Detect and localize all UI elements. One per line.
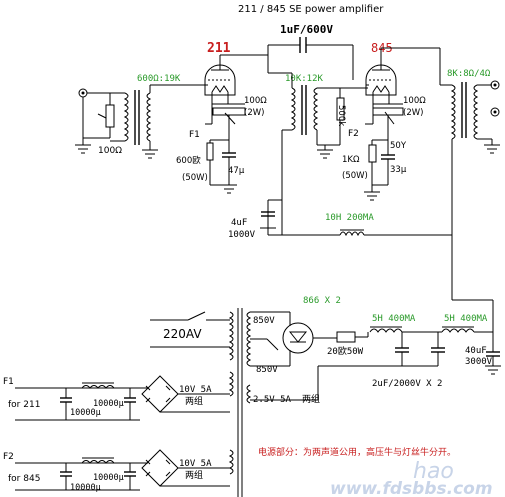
input-transformer [110, 84, 208, 159]
watermark-hao: hao [413, 459, 454, 484]
input-resistor [83, 93, 115, 139]
f1-secondary-label: 10V 5A [179, 385, 212, 395]
f1-for-label: for 211 [8, 400, 40, 410]
f1-cap-label: 10000μ [93, 399, 124, 409]
stage1-cathode-r-watt: (50W) [182, 173, 208, 183]
input-jack [75, 88, 110, 154]
filter-cap-label: 2uF/2000V X 2 [372, 379, 442, 389]
series-resistor-label: 20欧50W [327, 345, 364, 357]
power-transformer [228, 308, 290, 497]
stage2-hum-pot-label: 100Ω [403, 96, 426, 106]
f2-for-label: for 845 [8, 474, 40, 484]
f1-label: F1 [189, 130, 200, 140]
hv-secondary-b: 850V [256, 365, 278, 375]
f1-cap2-label: 10000μ [70, 408, 101, 418]
stage2-1k-resistor [317, 144, 340, 159]
stage2-cathode-voltage: 50Y [390, 141, 407, 151]
mains-switch [150, 311, 230, 348]
rectifier-866 [266, 312, 337, 366]
rectifier-label: 866 X 2 [303, 296, 341, 306]
heater-winding-group: 两组 [302, 393, 320, 405]
stage2-hum-pot [365, 103, 404, 140]
f2-cap2-label: 10000μ [70, 483, 101, 493]
title: 211 / 845 SE power amplifier [238, 4, 384, 15]
stage1-supply-cap-label: 4uF [231, 218, 247, 228]
stage1-hum-pot [205, 103, 246, 140]
stage2-cathode-c-label: 33μ [390, 165, 407, 175]
psu-filter [250, 299, 501, 401]
output-transformer [440, 80, 500, 300]
stage2-cathode-r-watt: (50W) [342, 171, 368, 181]
stage2-hum-pot-watt: (2W) [403, 108, 423, 118]
input-transformer-label: 600Ω:19K [137, 74, 181, 84]
f2-group-label: 两组 [185, 469, 203, 481]
stage2-cathode-network [364, 139, 395, 201]
choke-main-label: 10H 200MA [325, 213, 374, 223]
mains-voltage-label: 220AV [163, 327, 202, 341]
stage1-cathode-r-label: 600欧 [176, 155, 201, 166]
stage1-cathode-network [206, 139, 237, 194]
watermark-url: www.fdsbbs.com [330, 479, 493, 497]
output-cap-label: 40uF [465, 346, 487, 356]
stage1-hum-pot-label: 100Ω [244, 96, 267, 106]
choke1-label: 5H 400MA [372, 314, 416, 324]
filament-supply-2 [15, 449, 230, 491]
interstage-transformer-label: 10K:12K [285, 74, 324, 84]
stage1-hum-pot-watt: (2W) [244, 108, 264, 118]
tube-211 [204, 54, 269, 104]
choke2-label: 5H 400MA [444, 314, 488, 324]
f1-supply-label: F1 [3, 377, 14, 387]
f1-group-label: 两组 [185, 395, 203, 407]
tube-845 [365, 47, 441, 104]
input-resistor-label: 100Ω [98, 146, 122, 156]
f2-label: F2 [348, 129, 359, 139]
heater-winding-label: 2.5V 5A [253, 395, 292, 405]
stage2-cathode-r-label: 1KΩ [342, 155, 360, 165]
coupling-cap-label: 1uF/600V [280, 23, 333, 36]
stage2-grid-resistor [336, 87, 368, 145]
stage1-cathode-c-label: 47μ [228, 166, 245, 176]
output-transformer-label: 8K:8Ω/4Ω [447, 69, 491, 79]
f2-supply-label: F2 [3, 452, 14, 462]
tube-211-label: 211 [207, 41, 231, 56]
output-cap-voltage: 3000V [465, 357, 493, 367]
filament-supply-1 [15, 375, 230, 421]
f2-cap-label: 10000μ [93, 473, 124, 483]
stage1-supply-cap-voltage: 1000V [228, 230, 256, 240]
stage1-supply-cap [260, 200, 276, 229]
stage2-grid-resistor-label: 500k [336, 105, 346, 126]
psu-note: 电源部分：为两声道公用，高压牛与灯丝牛分开。 [258, 446, 456, 458]
f2-secondary-label: 10V 5A [179, 459, 212, 469]
hv-secondary-a: 850V [253, 316, 275, 326]
